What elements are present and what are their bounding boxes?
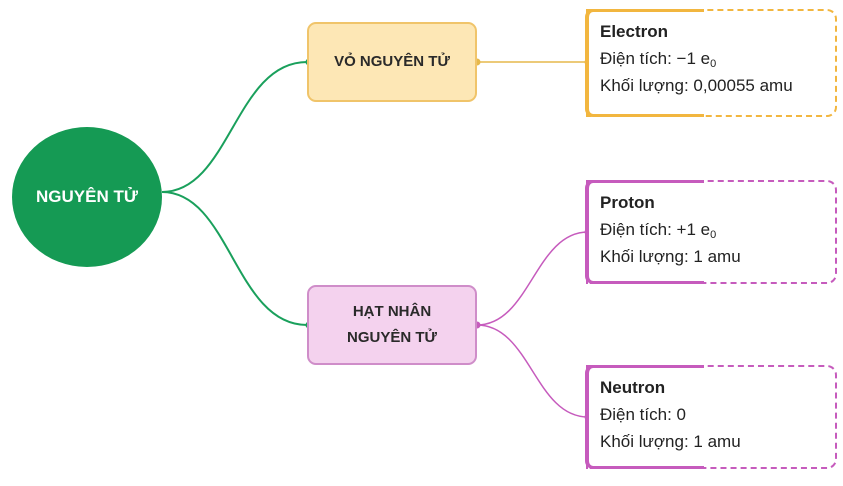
link-root-shell [161, 61, 308, 193]
particle-card-proton: Proton Điện tích: +1 e0 Khối lượng: 1 am… [585, 180, 837, 284]
particle-name: Neutron [600, 378, 666, 397]
particle-mass: Khối lượng: 0,00055 amu [600, 76, 793, 95]
branch-label: VỎ NGUYÊN TỬ [334, 53, 450, 70]
branch-node-nucleus: HẠT NHÂN NGUYÊN TỬ [307, 285, 477, 365]
particle-charge: Điện tích: 0 [600, 405, 687, 424]
branch-label-line-1: HẠT NHÂN [352, 303, 432, 320]
particle-charge: Điện tích: +1 e0 [600, 220, 717, 241]
branch-label-line-2: NGUYÊN TỬ [347, 329, 437, 346]
particle-charge: Điện tích: −1 e0 [600, 49, 717, 70]
link-root-nucleus [161, 191, 308, 326]
particle-card-neutron: Neutron Điện tích: 0 Khối lượng: 1 amu [585, 365, 837, 469]
particle-name: Proton [600, 193, 655, 212]
particle-mass: Khối lượng: 1 amu [600, 432, 741, 451]
root-node-atom: NGUYÊN TỬ [12, 127, 162, 267]
root-label: NGUYÊN TỬ [36, 187, 138, 206]
link-nucleus-neutron [476, 324, 589, 418]
branch-node-electron-shell: VỎ NGUYÊN TỬ [307, 22, 477, 102]
particle-name: Electron [600, 22, 669, 41]
particle-card-electron: Electron Điện tích: −1 e0 Khối lượng: 0,… [585, 9, 837, 117]
particle-mass: Khối lượng: 1 amu [600, 247, 741, 266]
link-nucleus-proton [476, 231, 589, 326]
